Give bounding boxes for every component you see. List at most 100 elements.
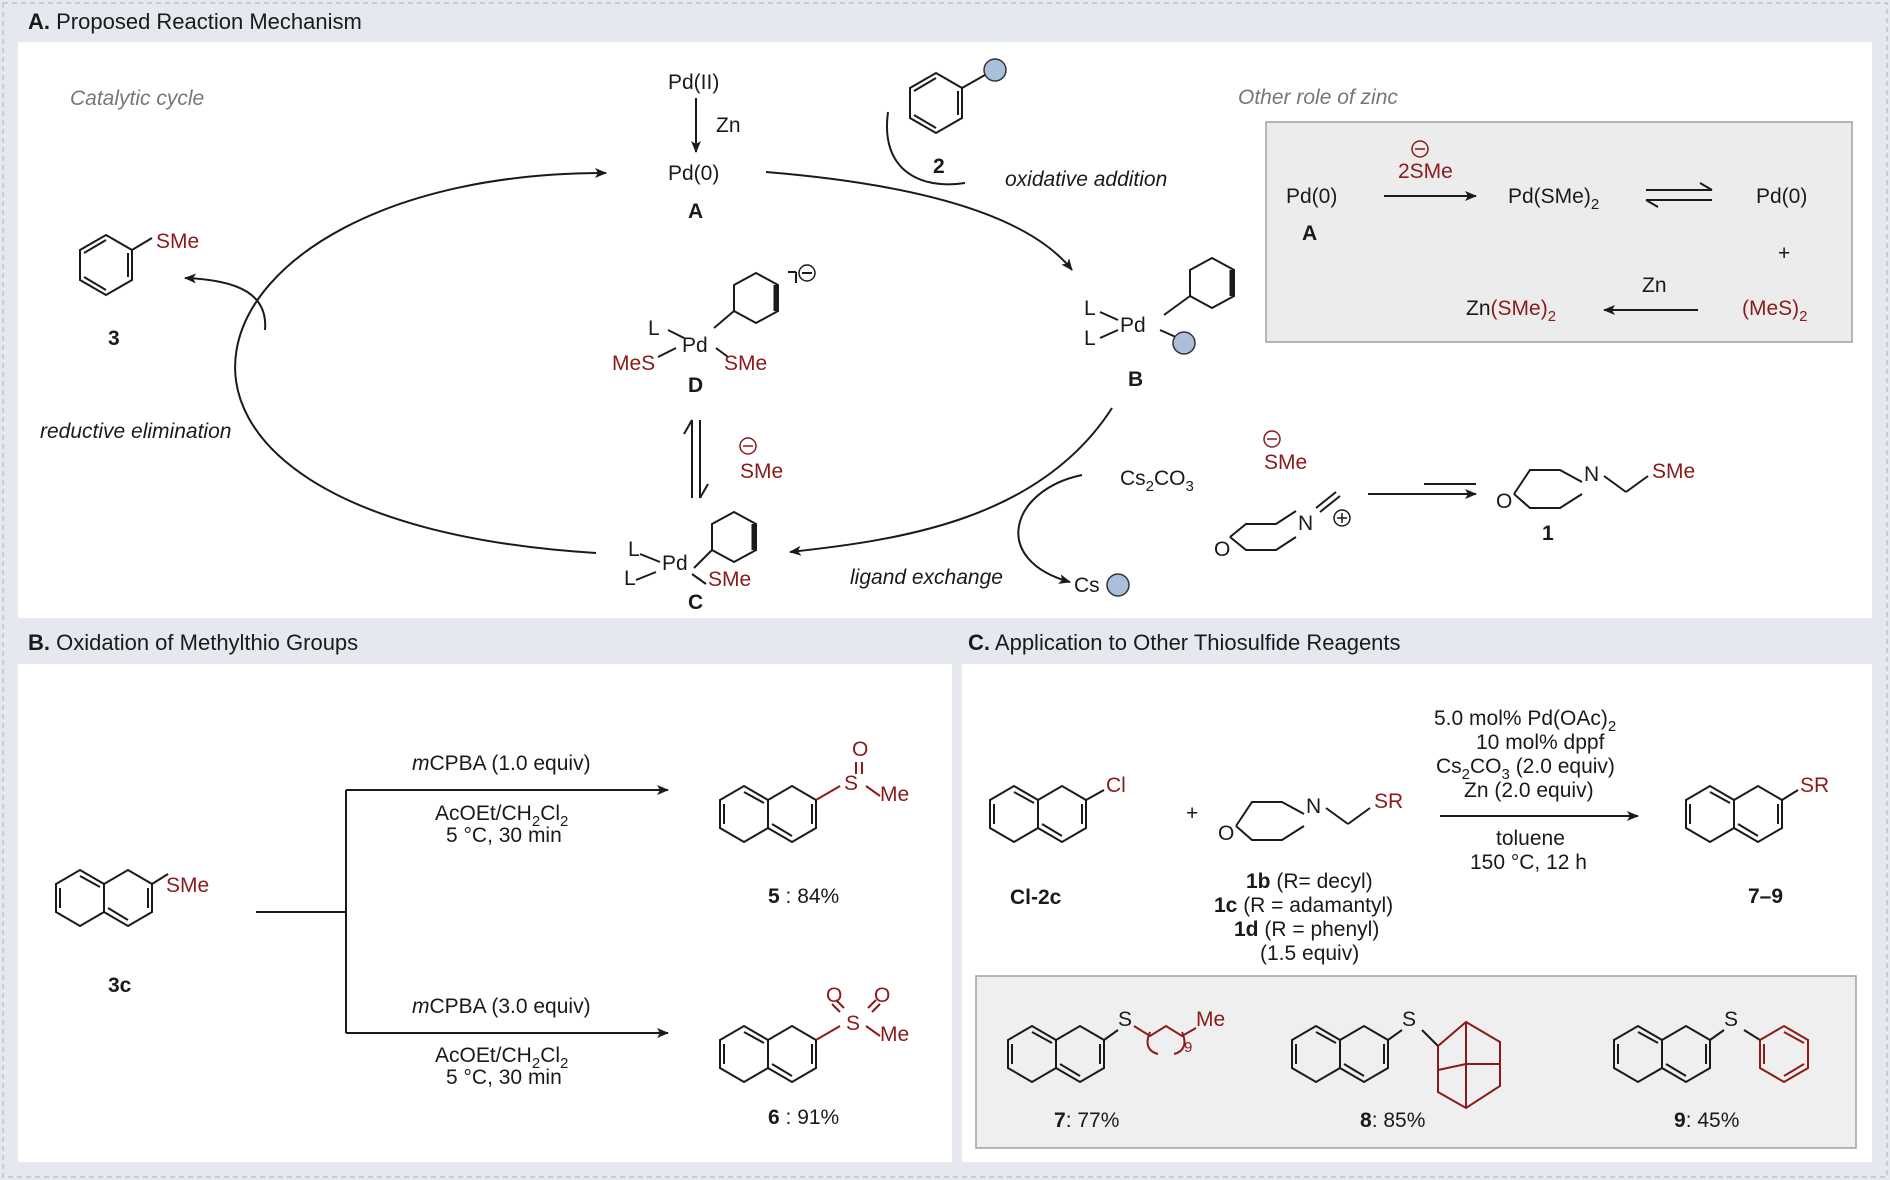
- complex-C-SMe: SMe: [708, 568, 751, 591]
- product-7-yield: 7: 77%: [1054, 1109, 1119, 1132]
- reagent-1-structure: [1513, 469, 1649, 509]
- product-8-S: S: [1402, 1008, 1416, 1031]
- compound-3-sme: SMe: [156, 230, 199, 253]
- iminium-structure: [1229, 491, 1351, 551]
- product-6-structure: [719, 999, 881, 1084]
- aryl-chloride-label: Cl-2c: [1010, 886, 1062, 909]
- conditions-1: 5 °C, 30 min: [446, 824, 562, 847]
- product-range-label: 7–9: [1748, 885, 1783, 908]
- zinc-box-pd0: Pd(0): [1286, 185, 1337, 208]
- zinc-box-plus: +: [1778, 242, 1790, 265]
- arrow-incoming-2: [885, 111, 966, 186]
- complex-C-label: C: [688, 591, 703, 614]
- complex-C-structure: [635, 510, 757, 585]
- product-7-Me: Me: [1196, 1008, 1225, 1031]
- zinc-box-A: A: [1302, 222, 1317, 245]
- complex-B-L-bottom: L: [1084, 327, 1096, 350]
- reagent-1c: 1c (R = adamantyl): [1214, 894, 1393, 917]
- product-5-yield: 5 : 84%: [768, 885, 839, 908]
- compound-3c-sme: SMe: [166, 874, 209, 897]
- condition-zinc: Zn (2.0 equiv): [1464, 779, 1594, 802]
- zinc-role-box: Pd(0) A 2SMe Pd(SMe)2 Pd(0) + (MeS)2 Zn …: [1265, 121, 1853, 343]
- panel-c: C. Application to Other Thiosulfide Reag…: [962, 630, 1872, 1162]
- complex-B-Pd: Pd: [1120, 314, 1146, 337]
- free-thiolate-label: SMe: [1264, 451, 1307, 474]
- complex-D-MeS: MeS: [612, 352, 655, 375]
- reagent-1d: 1d (R = phenyl): [1234, 918, 1379, 941]
- reagent-SR: SR: [1374, 790, 1403, 813]
- product-6-Me: Me: [880, 1023, 909, 1046]
- arrow-B-to-C: [789, 407, 1113, 556]
- reagent-1-O: O: [1496, 490, 1512, 513]
- zn-reductant-label: Zn: [716, 114, 741, 137]
- panel-b: B. Oxidation of Methylthio Groups SMe 3c…: [18, 630, 952, 1162]
- product-9-yield: 9: 45%: [1674, 1109, 1739, 1132]
- product-5-O: O: [852, 738, 868, 761]
- condition-solvent: toluene: [1496, 827, 1565, 850]
- compound-3-structure: [79, 233, 153, 297]
- zinc-box-2sme: 2SMe: [1398, 160, 1453, 183]
- product-6-yield: 6 : 91%: [768, 1106, 839, 1129]
- product-7-n: 9: [1184, 1039, 1192, 1056]
- reagent-equiv: (1.5 equiv): [1260, 942, 1359, 965]
- thiolate-DC-label: SMe: [740, 460, 783, 483]
- product-8-structure: [1291, 1020, 1501, 1110]
- product-6-S: S: [846, 1012, 860, 1035]
- compound-2-label: 2: [933, 155, 945, 178]
- free-thiolate: [1263, 430, 1281, 448]
- reagent-1b: 1b (R= decyl): [1246, 870, 1373, 893]
- product-8-yield: 8: 85%: [1360, 1109, 1425, 1132]
- compound-3-label: 3: [108, 327, 120, 350]
- iminium-N: N: [1298, 512, 1313, 535]
- pd2-label: Pd(II): [668, 71, 719, 94]
- thiosulfide-reagent-structure: [1235, 801, 1371, 841]
- condition-temperature: 150 °C, 12 h: [1470, 851, 1587, 874]
- zinc-box-pd0-right: Pd(0): [1756, 185, 1807, 208]
- leaving-group-circle: [1106, 573, 1130, 597]
- complex-C-Pd: Pd: [662, 552, 688, 575]
- product-generic-structure: [1685, 784, 1799, 844]
- reagent-N: N: [1306, 795, 1321, 818]
- oxidative-addition-label: oxidative addition: [1005, 168, 1167, 191]
- compound-A-label: A: [688, 200, 703, 223]
- complex-C-L-bottom: L: [624, 567, 636, 590]
- panel-a-header: A. Proposed Reaction Mechanism: [28, 9, 362, 34]
- panel-c-header: C. Application to Other Thiosulfide Reag…: [968, 630, 1401, 655]
- reagent-1-label: 1: [1542, 522, 1554, 545]
- product-generic-SR: SR: [1800, 774, 1829, 797]
- product-7-S: S: [1118, 1008, 1132, 1031]
- iminium-O: O: [1214, 538, 1230, 561]
- complex-B-L-top: L: [1084, 297, 1096, 320]
- other-role-label: Other role of zinc: [1238, 86, 1398, 109]
- aryl-chloride-structure: [989, 784, 1105, 844]
- reagent-mcpba-1: mCPBA (1.0 equiv): [412, 752, 591, 775]
- product-7-structure: [1007, 1024, 1197, 1084]
- product-9-S: S: [1724, 1008, 1738, 1031]
- product-9-structure: [1613, 1024, 1809, 1084]
- complex-D-structure: [657, 264, 816, 358]
- reagent-mcpba-2: mCPBA (3.0 equiv): [412, 995, 591, 1018]
- conditions-2: 5 °C, 30 min: [446, 1066, 562, 1089]
- thiolate-DC: [739, 437, 757, 455]
- product-5-structure: [719, 762, 881, 844]
- reagent-O: O: [1218, 822, 1234, 845]
- compound-3c-label: 3c: [108, 974, 132, 997]
- reagent-1-SMe: SMe: [1652, 460, 1695, 483]
- product-6-O-left: O: [826, 984, 842, 1007]
- cs-byproduct-label: Cs: [1074, 574, 1100, 597]
- equilibrium-D-C: [683, 419, 709, 499]
- panel-b-header: B. Oxidation of Methylthio Groups: [28, 630, 358, 655]
- ligand-exchange-label: ligand exchange: [850, 566, 1003, 589]
- pd0-label: Pd(0): [668, 162, 719, 185]
- compound-3c-structure: [55, 868, 169, 928]
- arrow-A-to-B: [765, 171, 1073, 271]
- reagent-1-N: N: [1584, 463, 1599, 486]
- catalytic-cycle-label: Catalytic cycle: [70, 87, 204, 110]
- compound-2-structure: [909, 58, 1007, 135]
- arrow-C-to-A-cycle: [234, 167, 607, 554]
- condition-ligand: 10 mol% dppf: [1476, 731, 1605, 754]
- complex-D-L: L: [648, 317, 660, 340]
- arrow-release-product-3: [184, 273, 267, 331]
